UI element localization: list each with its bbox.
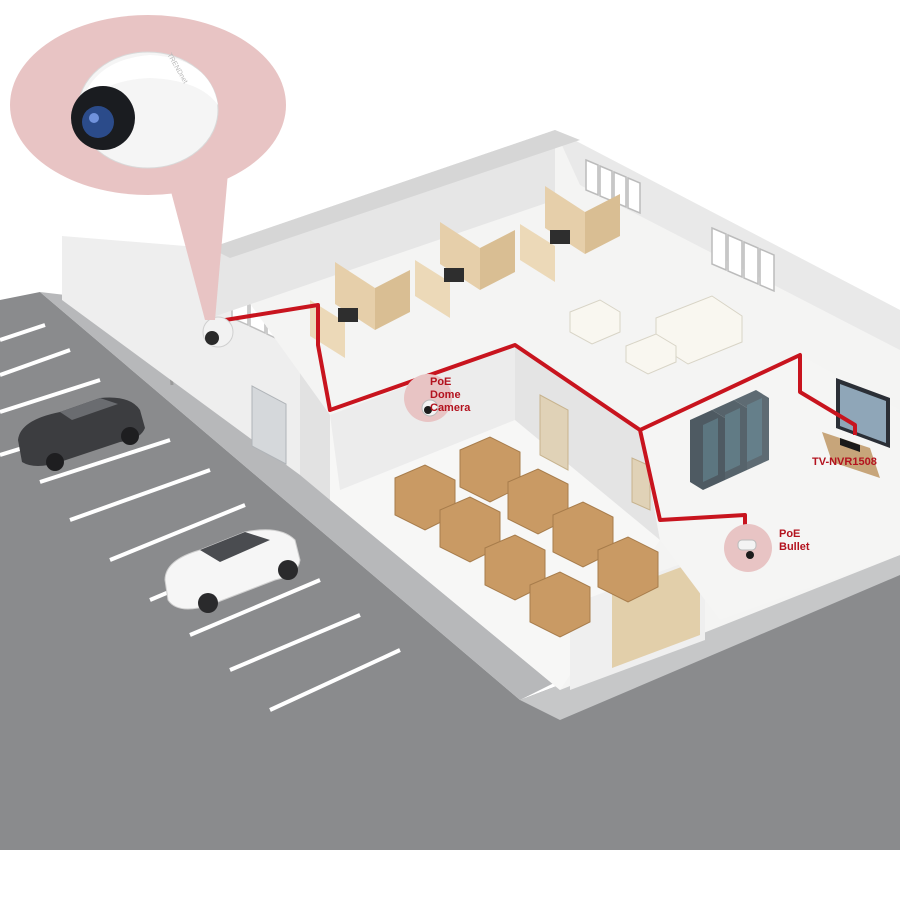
lounge-furniture [569, 295, 743, 375]
bullet-label-line-2: Bullet [779, 541, 810, 553]
monitor-icon [338, 308, 358, 322]
camera-callout [10, 15, 286, 320]
sidewalk-right [520, 555, 900, 720]
dome-camera-badge [404, 374, 452, 422]
monitor-icon [550, 230, 570, 244]
warehouse-door [539, 394, 569, 471]
interior-windows [585, 158, 775, 293]
parking-lot [0, 292, 900, 850]
server-rack-icon [690, 390, 769, 490]
nvr-icon [822, 378, 890, 478]
car-icon [18, 397, 145, 471]
sidewalk [40, 292, 560, 700]
cubicles [310, 186, 620, 358]
dome-camera-label: PoE Dome Camera [430, 376, 470, 415]
warehouse-side-wall [515, 345, 660, 540]
exterior-door [251, 385, 287, 465]
car-icon [164, 529, 301, 613]
dome-label-line-3: Camera [430, 402, 471, 414]
bullet-label-line-1: PoE [779, 528, 801, 540]
dome-label-line-2: Dome [430, 389, 461, 401]
cubicle [415, 222, 515, 318]
storage-boxes [394, 436, 659, 638]
nvr-label: TV-NVR1508 [812, 456, 877, 468]
wall-top-edge [210, 130, 580, 258]
bullet-camera-badge [724, 524, 772, 572]
monitor-icon [444, 268, 464, 282]
poe-cable-to-nvr [639, 353, 857, 435]
side-door [631, 457, 651, 511]
cubicle [520, 186, 620, 282]
dome-label-line-1: PoE [430, 376, 452, 388]
dome-camera-icon [202, 316, 234, 348]
bullet-camera-label: PoE Bullet [779, 528, 810, 554]
dome-camera-closeup [71, 51, 219, 169]
